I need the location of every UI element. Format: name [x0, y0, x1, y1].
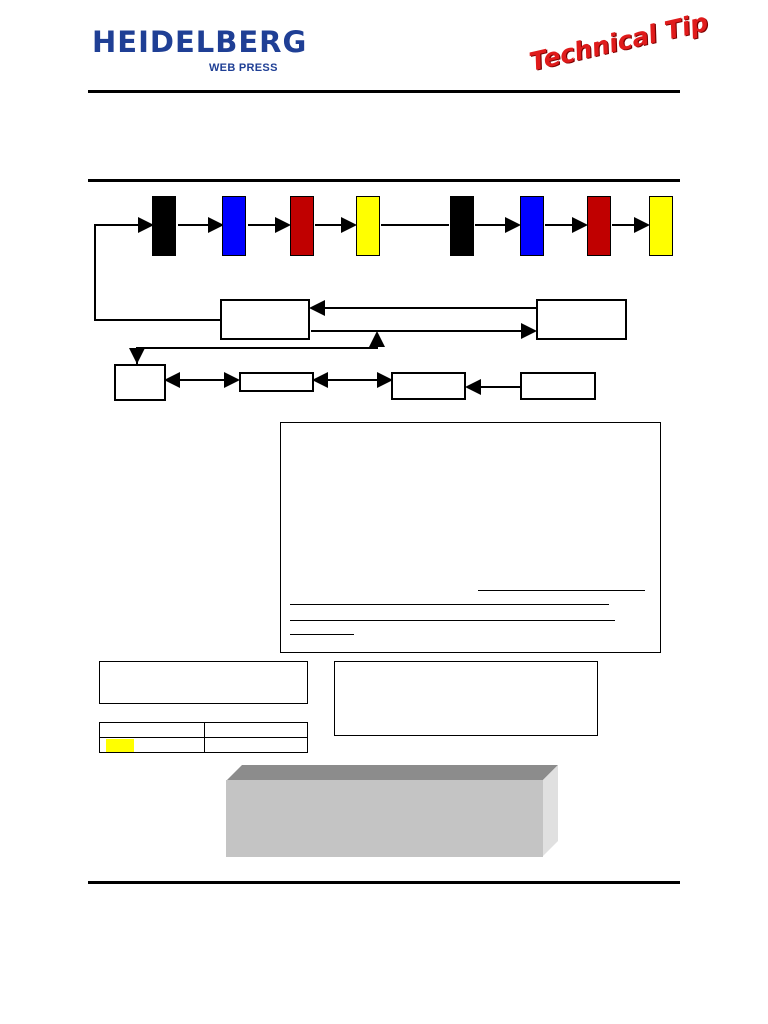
callout-top [226, 765, 558, 781]
table-row [99, 737, 308, 753]
callout-side [542, 765, 558, 857]
ink-unit-yellow-1 [356, 196, 380, 256]
note-box [280, 422, 661, 653]
underline-2 [290, 604, 609, 605]
underline-3 [290, 620, 615, 621]
ink-unit-yellow-2 [649, 196, 673, 256]
title-rule [88, 179, 680, 182]
table-cell [99, 722, 205, 738]
ink-unit-red-1 [290, 196, 314, 256]
info-box-right [334, 661, 598, 736]
logo-subtitle: WEB PRESS [209, 62, 278, 74]
control-box-right [536, 299, 627, 340]
legend-table [99, 722, 308, 753]
ink-unit-black-2 [450, 196, 474, 256]
yellow-swatch [106, 739, 134, 752]
underline-1 [478, 590, 645, 591]
underline-4 [290, 634, 354, 635]
table-row [99, 722, 308, 738]
control-box-left [220, 299, 310, 340]
press-diagram [94, 217, 650, 395]
callout-box [226, 780, 543, 857]
device-box-3 [391, 372, 466, 400]
info-box-left [99, 661, 308, 704]
ink-unit-blue-2 [520, 196, 544, 256]
heidelberg-logo: HEIDELBERG [92, 25, 308, 59]
ink-unit-blue-1 [222, 196, 246, 256]
table-cell [204, 737, 308, 753]
footer-rule [88, 881, 680, 884]
device-box-1 [114, 364, 166, 401]
header-rule [88, 90, 680, 93]
ink-unit-red-2 [587, 196, 611, 256]
table-cell [99, 737, 205, 753]
device-box-2 [239, 372, 314, 392]
ink-unit-black-1 [152, 196, 176, 256]
device-box-4 [520, 372, 596, 400]
feed-line [94, 217, 220, 321]
table-cell [204, 722, 308, 738]
